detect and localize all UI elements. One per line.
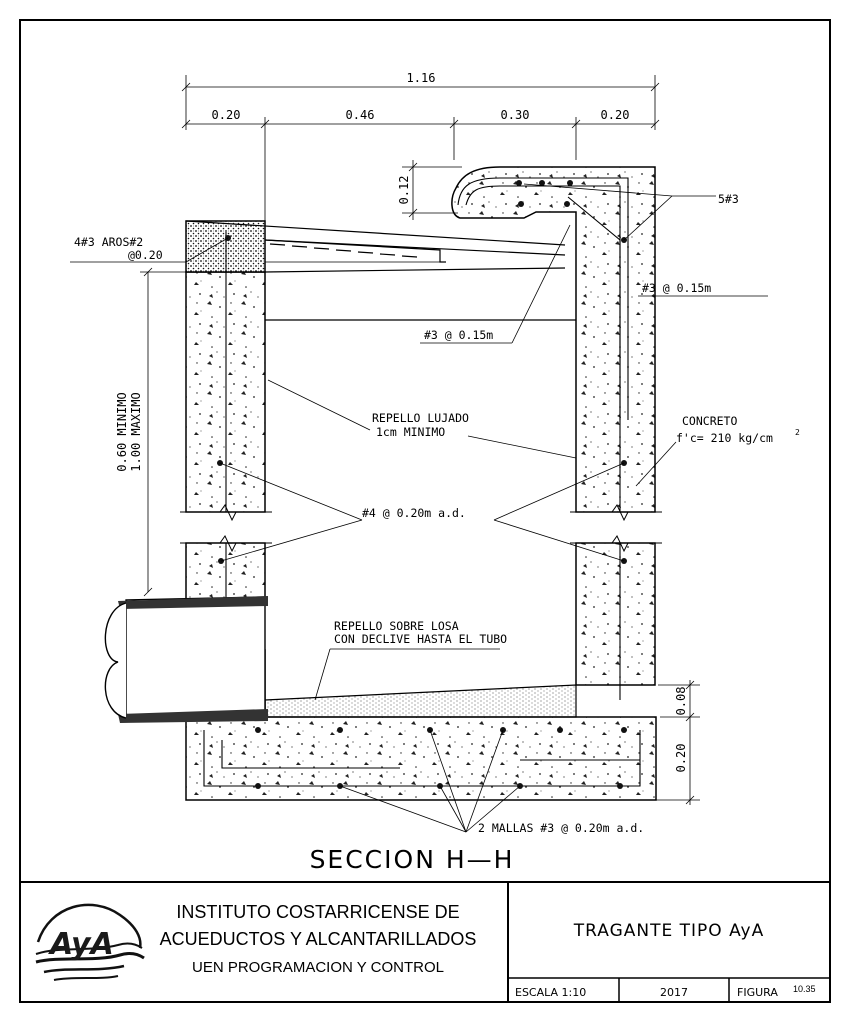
dim-left-wall: 0.20 (212, 108, 241, 122)
section-title: SECCION H—H (310, 845, 515, 874)
svg-text:AyA: AyA (48, 927, 114, 962)
figure-number: 10.35 (793, 984, 816, 994)
grate-frame (185, 220, 576, 321)
label-base-mesh: 2 MALLAS #3 @ 0.20m a.d. (478, 821, 644, 835)
dim-wall-min: 0.60 MINIMO (115, 392, 129, 471)
institution-line-3: UEN PROGRAMACION Y CONTROL (192, 959, 444, 976)
label-plaster: REPELLO LUJADO (372, 411, 469, 425)
title-block-frame (20, 881, 830, 1002)
year-label: 2017 (660, 986, 688, 999)
label-wall-bars: #4 @ 0.20m a.d. (362, 506, 466, 520)
label-mid-stirrups: #3 @ 0.15m (424, 328, 493, 342)
dim-opening: 0.46 (346, 108, 375, 122)
label-concrete: CONCRETO (682, 414, 737, 428)
figure-label: FIGURA (737, 986, 778, 999)
institution-line-1: INSTITUTO COSTARRICENSE DE (176, 902, 459, 922)
label-slab-fill: REPELLO SOBRE LOSA (334, 619, 459, 633)
scale-label: ESCALA 1:10 (515, 986, 586, 999)
dim-lip: 0.30 (501, 108, 530, 122)
label-slab-fill-slope: CON DECLIVE HASTA EL TUBO (334, 632, 507, 646)
dim-wall-max: 1.00 MAXIMO (129, 392, 143, 471)
label-top-rebar-spacing: @0.20 (128, 248, 163, 262)
label-wall-stirrups: #3 @ 0.15m (642, 281, 711, 295)
label-concrete-strength: f'c= 210 kg/cm (676, 431, 773, 445)
outlet-pipe (104, 596, 268, 723)
dim-slab-height: 0.20 (674, 744, 688, 773)
label-plaster-min: 1cm MINIMO (376, 425, 445, 439)
label-concrete-exponent: 2 (795, 428, 800, 437)
dim-lip-height: 0.12 (397, 176, 411, 205)
dim-total-width: 1.16 (407, 71, 436, 85)
dim-fill-height: 0.08 (674, 687, 688, 716)
dimension-lines (140, 75, 700, 805)
aya-logo: AyA (35, 903, 145, 981)
leader-lines (70, 183, 768, 833)
grate-bars (269, 243, 418, 258)
institution-line-2: ACUEDUCTOS Y ALCANTARILLADOS (160, 929, 477, 949)
label-top-rebar: 4#3 AROS#2 (74, 235, 143, 249)
label-lip-bars: 5#3 (718, 192, 739, 206)
drawing-title: TRAGANTE TIPO AyA (573, 921, 765, 941)
dim-right-wall: 0.20 (601, 108, 630, 122)
sheet-border (19, 19, 831, 1003)
